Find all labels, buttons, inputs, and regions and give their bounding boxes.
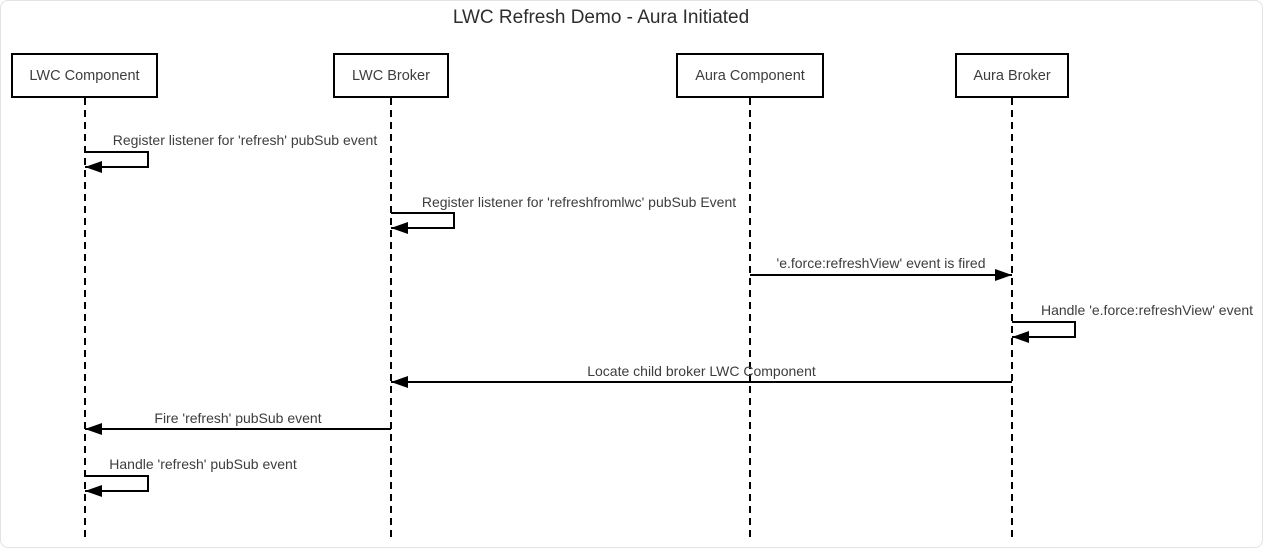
message-1-label: Register listener for 'refresh' pubSub e…: [112, 132, 378, 148]
message-3-line: [750, 274, 1012, 276]
message-2-arrowhead-icon: [391, 222, 408, 234]
message-5-label: Locate child broker LWC Component: [587, 363, 816, 379]
message-3-label: 'e.force:refreshView' event is fired: [776, 255, 986, 271]
message-6-arrowhead-icon: [85, 423, 102, 435]
actor-label: Aura Broker: [973, 67, 1051, 84]
actor-label: Aura Component: [695, 67, 805, 84]
actor-label: LWC Broker: [352, 67, 430, 84]
message-4-arrowhead-icon: [1012, 331, 1029, 343]
lifeline-aura-component: [749, 98, 751, 539]
lifeline-lwc-broker: [390, 98, 392, 539]
actor-box-lwc-component: LWC Component: [11, 53, 158, 98]
lifeline-lwc-component: [84, 98, 86, 539]
message-6-line: [85, 428, 391, 430]
message-2-label: Register listener for 'refreshfromlwc' p…: [421, 194, 737, 210]
actor-box-aura-component: Aura Component: [676, 53, 824, 98]
lifeline-aura-broker: [1011, 98, 1013, 539]
actor-box-lwc-broker: LWC Broker: [333, 53, 449, 98]
message-1-arrowhead-icon: [85, 161, 102, 173]
message-1-self-loop: [85, 151, 149, 168]
message-2-self-loop: [391, 212, 455, 229]
diagram-title: LWC Refresh Demo - Aura Initiated: [452, 7, 750, 28]
message-7-self-loop: [85, 475, 149, 492]
message-7-arrowhead-icon: [85, 485, 102, 497]
actor-box-aura-broker: Aura Broker: [955, 53, 1069, 98]
actor-label: LWC Component: [29, 67, 140, 84]
message-4-label: Handle 'e.force:refreshView' event: [1040, 302, 1254, 318]
message-5-arrowhead-icon: [391, 376, 408, 388]
message-6-label: Fire 'refresh' pubSub event: [154, 410, 322, 426]
message-4-self-loop: [1012, 321, 1076, 338]
message-3-arrowhead-icon: [995, 269, 1012, 281]
message-5-line: [391, 381, 1012, 383]
message-7-label: Handle 'refresh' pubSub event: [109, 456, 297, 472]
